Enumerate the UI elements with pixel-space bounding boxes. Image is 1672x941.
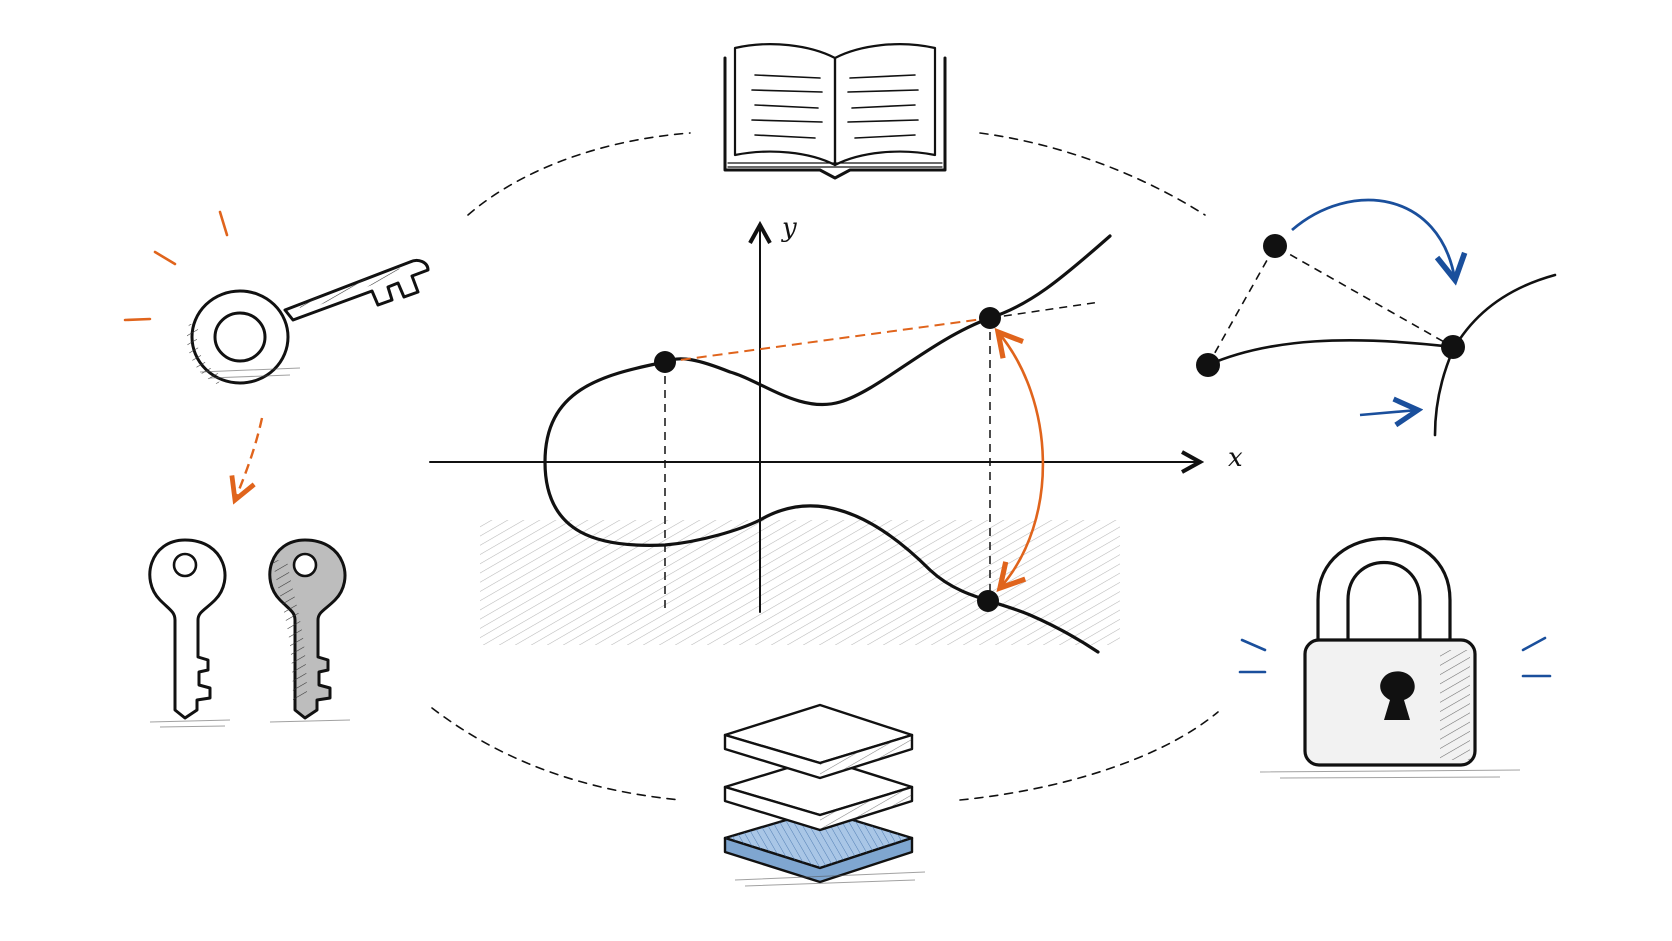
open-book-icon (723, 43, 947, 180)
y-axis-label: y (781, 213, 797, 243)
elliptic-curve-graph: x y (429, 213, 1243, 654)
elliptic-curve (543, 234, 1112, 654)
point-addition-icon (1196, 198, 1557, 437)
point-p (654, 351, 676, 373)
layer-top (723, 703, 914, 780)
private-key-icon (268, 538, 347, 720)
curved-blue-arrow (1291, 198, 1455, 280)
point-r-prime (979, 307, 1001, 329)
point-r (977, 590, 999, 612)
key-pair-icon (148, 538, 351, 728)
glowing-key-icon (123, 210, 430, 385)
x-axis-label: x (1228, 443, 1243, 473)
straight-blue-arrow (1359, 410, 1418, 415)
dashed-orbit (431, 132, 1219, 801)
padlock-icon (1238, 536, 1552, 779)
key-derivation-arrow (235, 417, 264, 500)
public-key-icon (148, 538, 227, 720)
secant-line (664, 317, 991, 363)
layer-middle (723, 756, 914, 832)
stacked-layers-icon (723, 703, 926, 887)
secant-extension (989, 301, 1101, 319)
curve-hatching (480, 520, 1120, 645)
reflection-arrow (998, 332, 1045, 588)
layer-bottom (723, 808, 914, 884)
